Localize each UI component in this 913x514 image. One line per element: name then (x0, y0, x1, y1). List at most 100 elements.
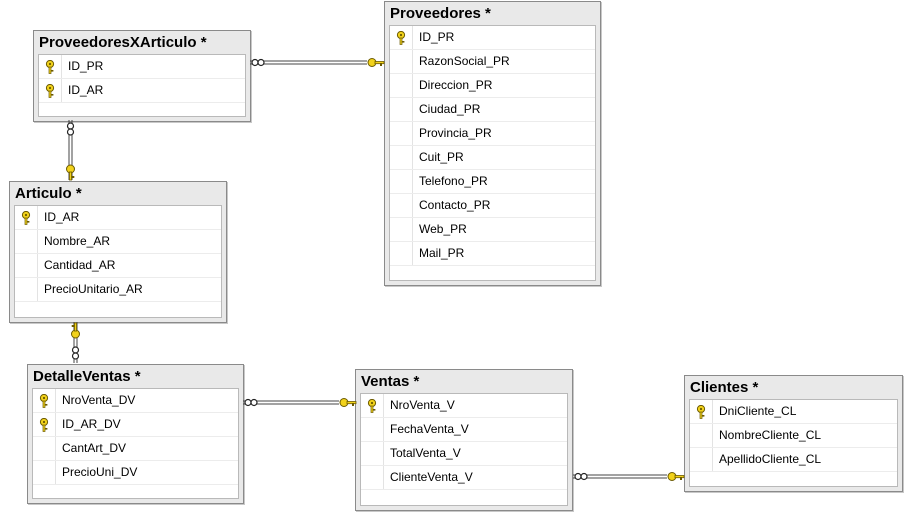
column-name: Mail_PR (419, 246, 465, 260)
relationship-provxart-proveedores[interactable] (250, 58, 385, 67)
column-name: PrecioUnitario_AR (44, 282, 143, 296)
column-row[interactable]: ID_AR_DV (33, 413, 238, 437)
column-row[interactable]: Mail_PR (390, 242, 595, 266)
column-row[interactable]: ID_PR (39, 55, 245, 79)
row-selector[interactable] (390, 242, 413, 265)
row-selector[interactable] (361, 442, 384, 465)
row-selector[interactable] (361, 466, 384, 489)
key-icon (39, 417, 49, 432)
table-ventas[interactable]: Ventas * NroVenta_V FechaVenta_V TotalVenta… (355, 369, 573, 511)
relationship-provxart-articulo[interactable] (66, 120, 75, 181)
row-selector[interactable] (15, 254, 38, 277)
table-provxart[interactable]: ProveedoresXArticulo * ID_PR ID_AR (33, 30, 251, 122)
row-selector[interactable] (390, 50, 413, 73)
column-name: Contacto_PR (419, 198, 491, 212)
infinity-icon (574, 472, 588, 481)
row-selector[interactable] (15, 206, 38, 229)
column-row[interactable]: Contacto_PR (390, 194, 595, 218)
row-selector[interactable] (15, 278, 38, 301)
key-icon (45, 59, 55, 74)
key-icon (45, 83, 55, 98)
column-row[interactable]: NombreCliente_CL (690, 424, 897, 448)
column-row[interactable]: ID_PR (390, 26, 595, 50)
column-row[interactable]: ID_AR (15, 206, 221, 230)
key-icon (66, 164, 75, 181)
row-selector[interactable] (33, 437, 56, 460)
key-icon (339, 398, 357, 407)
row-selector[interactable] (361, 394, 384, 417)
row-selector[interactable] (390, 122, 413, 145)
infinity-icon (71, 346, 80, 360)
row-selector[interactable] (690, 424, 713, 447)
row-selector[interactable] (390, 26, 413, 49)
relationship-detalleventas-articulo[interactable] (71, 322, 80, 363)
key-icon (39, 393, 49, 408)
table-title[interactable]: ProveedoresXArticulo * (39, 34, 207, 51)
row-selector[interactable] (390, 170, 413, 193)
column-row[interactable]: Cantidad_AR (15, 254, 221, 278)
column-name: Cuit_PR (419, 150, 464, 164)
row-selector[interactable] (33, 413, 56, 436)
row-selector[interactable] (33, 461, 56, 484)
row-selector[interactable] (690, 448, 713, 471)
key-icon (367, 58, 385, 67)
column-row[interactable]: Telefono_PR (390, 170, 595, 194)
row-selector[interactable] (390, 74, 413, 97)
column-row[interactable]: FechaVenta_V (361, 418, 567, 442)
column-name: Cantidad_AR (44, 258, 116, 272)
column-row[interactable]: Ciudad_PR (390, 98, 595, 122)
column-row[interactable]: TotalVenta_V (361, 442, 567, 466)
table-title[interactable]: Proveedores * (390, 5, 491, 22)
column-name: Ciudad_PR (419, 102, 481, 116)
column-name: ID_AR (44, 210, 80, 224)
table-title[interactable]: Clientes * (690, 379, 759, 396)
column-row[interactable]: NroVenta_V (361, 394, 567, 418)
row-selector[interactable] (39, 79, 62, 102)
relationship-ventas-clientes[interactable] (573, 472, 685, 481)
column-row[interactable]: PrecioUni_DV (33, 461, 238, 485)
column-row[interactable]: ClienteVenta_V (361, 466, 567, 490)
row-selector[interactable] (361, 418, 384, 441)
column-row[interactable]: Provincia_PR (390, 122, 595, 146)
relationship-detalleventas-ventas[interactable] (243, 398, 357, 407)
table-title[interactable]: Ventas * (361, 373, 420, 390)
column-name: ClienteVenta_V (390, 470, 473, 484)
table-articulo[interactable]: Articulo * ID_AR Nombre_AR Cantidad_AR Preci… (9, 181, 227, 323)
row-selector[interactable] (33, 389, 56, 412)
row-selector[interactable] (39, 55, 62, 78)
column-row[interactable]: Cuit_PR (390, 146, 595, 170)
column-name: NroVenta_DV (62, 393, 136, 407)
key-icon (21, 210, 31, 225)
column-row[interactable]: Nombre_AR (15, 230, 221, 254)
column-list: ID_AR Nombre_AR Cantidad_AR PrecioUnitario_… (14, 205, 222, 318)
column-row[interactable]: NroVenta_DV (33, 389, 238, 413)
column-row[interactable]: ID_AR (39, 79, 245, 103)
column-row[interactable]: Web_PR (390, 218, 595, 242)
table-title[interactable]: DetalleVentas * (33, 368, 141, 385)
column-row[interactable]: DniCliente_CL (690, 400, 897, 424)
column-name: TotalVenta_V (390, 446, 461, 460)
row-selector[interactable] (390, 218, 413, 241)
infinity-icon (244, 398, 258, 407)
column-row[interactable]: ApellidoCliente_CL (690, 448, 897, 472)
table-title[interactable]: Articulo * (15, 185, 82, 202)
row-selector[interactable] (390, 194, 413, 217)
column-row[interactable]: CantArt_DV (33, 437, 238, 461)
column-name: ID_PR (68, 59, 104, 73)
column-name: FechaVenta_V (390, 422, 469, 436)
row-selector[interactable] (390, 146, 413, 169)
column-row[interactable]: PrecioUnitario_AR (15, 278, 221, 302)
key-icon (71, 322, 80, 339)
row-selector[interactable] (390, 98, 413, 121)
column-row[interactable]: Direccion_PR (390, 74, 595, 98)
key-icon (396, 30, 406, 45)
row-selector[interactable] (15, 230, 38, 253)
key-icon (696, 404, 706, 419)
column-row[interactable]: RazonSocial_PR (390, 50, 595, 74)
row-selector[interactable] (690, 400, 713, 423)
